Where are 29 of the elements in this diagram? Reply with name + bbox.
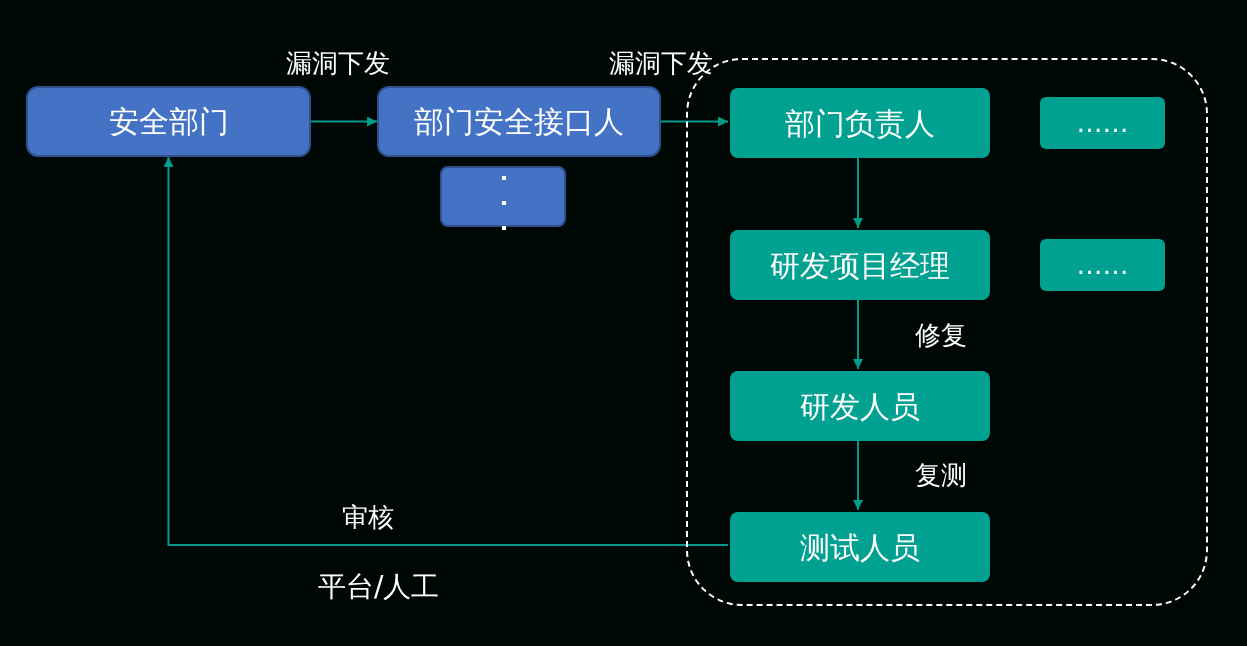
node-label: 部门负责人	[785, 104, 935, 143]
node-label: ……	[1076, 248, 1129, 282]
node-label: 部门安全接口人	[414, 103, 624, 141]
connector-arrow	[310, 116, 378, 127]
process-box	[1040, 97, 1165, 149]
process-box	[26, 86, 311, 157]
connector-arrow	[853, 438, 863, 511]
edge-label: 修复	[915, 319, 967, 352]
node-label: 研发项目经理	[770, 246, 950, 285]
annotation-label: 平台/人工	[318, 569, 440, 605]
edge-label: 审核	[342, 501, 394, 534]
edge-label: 漏洞下发	[609, 47, 713, 80]
process-box	[730, 371, 990, 441]
process-box	[377, 86, 661, 157]
node-label: 测试人员	[800, 528, 920, 567]
process-box	[730, 512, 990, 582]
node-label: 研发人员	[800, 387, 920, 426]
node-label: ……	[1076, 106, 1129, 140]
connector-arrow	[163, 156, 729, 546]
node-label: 安全部门	[108, 103, 229, 141]
connector-arrow	[660, 116, 729, 127]
placeholder-box	[440, 166, 566, 227]
process-box	[730, 88, 990, 158]
process-box	[730, 230, 990, 300]
connector-arrow	[853, 297, 863, 370]
connector-arrow	[853, 155, 863, 229]
edge-label: 漏洞下发	[286, 47, 390, 80]
process-box	[1040, 239, 1165, 291]
edge-label: 复测	[915, 459, 967, 492]
